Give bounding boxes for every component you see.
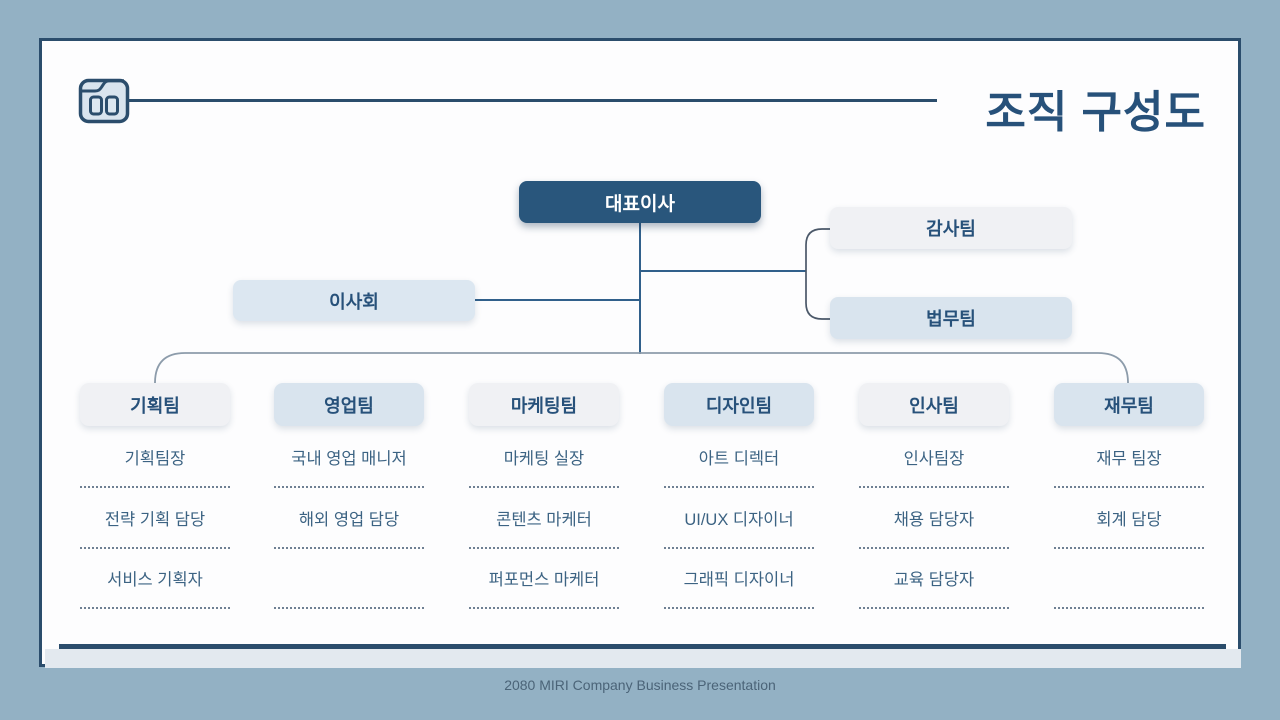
role-item: 콘텐츠 마케터 (496, 511, 592, 529)
role-item: 마케팅 실장 (503, 450, 585, 468)
role-column-marketing: 마케팅 실장 콘텐츠 마케터 퍼포먼스 마케터 (469, 432, 619, 617)
dotted-divider (859, 486, 1009, 488)
role-item: 채용 담당자 (893, 511, 975, 529)
header-divider-line (129, 99, 937, 102)
dotted-divider (1054, 486, 1204, 488)
role-column-planning: 기획팀장 전략 기획 담당 서비스 기획자 (80, 432, 230, 617)
legal-team-box: 법무팀 (830, 297, 1072, 339)
dotted-divider (274, 547, 424, 549)
dotted-divider (80, 607, 230, 609)
folder-icon (78, 78, 130, 124)
team-box-hr: 인사팀 (859, 383, 1009, 426)
dotted-divider (469, 607, 619, 609)
footer-caption: 2080 MIRI Company Business Presentation (504, 677, 776, 693)
audit-team-box: 감사팀 (830, 207, 1072, 249)
team-box-marketing: 마케팅팀 (469, 383, 619, 426)
role-column-design: 아트 디렉터 UI/UX 디자이너 그래픽 디자이너 (664, 432, 814, 617)
role-item: 인사팀장 (903, 450, 965, 468)
role-item: 회계 담당 (1096, 511, 1162, 529)
dotted-divider (859, 547, 1009, 549)
role-column-hr: 인사팀장 채용 담당자 교육 담당자 (859, 432, 1009, 617)
team-box-finance: 재무팀 (1054, 383, 1204, 426)
board-box: 이사회 (233, 280, 475, 321)
role-column-finance: 재무 팀장 회계 담당 (1054, 432, 1204, 617)
role-item: 교육 담당자 (893, 571, 975, 589)
team-box-sales: 영업팀 (274, 383, 424, 426)
dotted-divider (80, 547, 230, 549)
team-box-planning: 기획팀 (80, 383, 230, 426)
dotted-divider (664, 486, 814, 488)
role-item: 국내 영업 매니저 (291, 450, 407, 468)
role-item: 재무 팀장 (1096, 450, 1162, 468)
role-item: 아트 디렉터 (698, 450, 780, 468)
dotted-divider (274, 486, 424, 488)
dotted-divider (664, 607, 814, 609)
bottom-accent-line (59, 644, 1226, 649)
dotted-divider (274, 607, 424, 609)
role-column-sales: 국내 영업 매니저 해외 영업 담당 (274, 432, 424, 617)
dotted-divider (1054, 607, 1204, 609)
page-title: 조직 구성도 (985, 88, 1206, 137)
team-box-design: 디자인팀 (664, 383, 814, 426)
role-item: 그래픽 디자이너 (683, 571, 795, 589)
dotted-divider (664, 547, 814, 549)
ceo-box: 대표이사 (519, 181, 761, 223)
role-item: 퍼포먼스 마케터 (488, 571, 600, 589)
role-item: UI/UX 디자이너 (684, 511, 794, 529)
dotted-divider (859, 607, 1009, 609)
dotted-divider (1054, 547, 1204, 549)
role-item: 전략 기획 담당 (104, 511, 206, 529)
role-item: 해외 영업 담당 (298, 511, 400, 529)
role-item: 서비스 기획자 (107, 571, 203, 589)
dotted-divider (469, 486, 619, 488)
dotted-divider (80, 486, 230, 488)
bottom-accent-strip (45, 649, 1241, 668)
role-item: 기획팀장 (124, 450, 186, 468)
dotted-divider (469, 547, 619, 549)
